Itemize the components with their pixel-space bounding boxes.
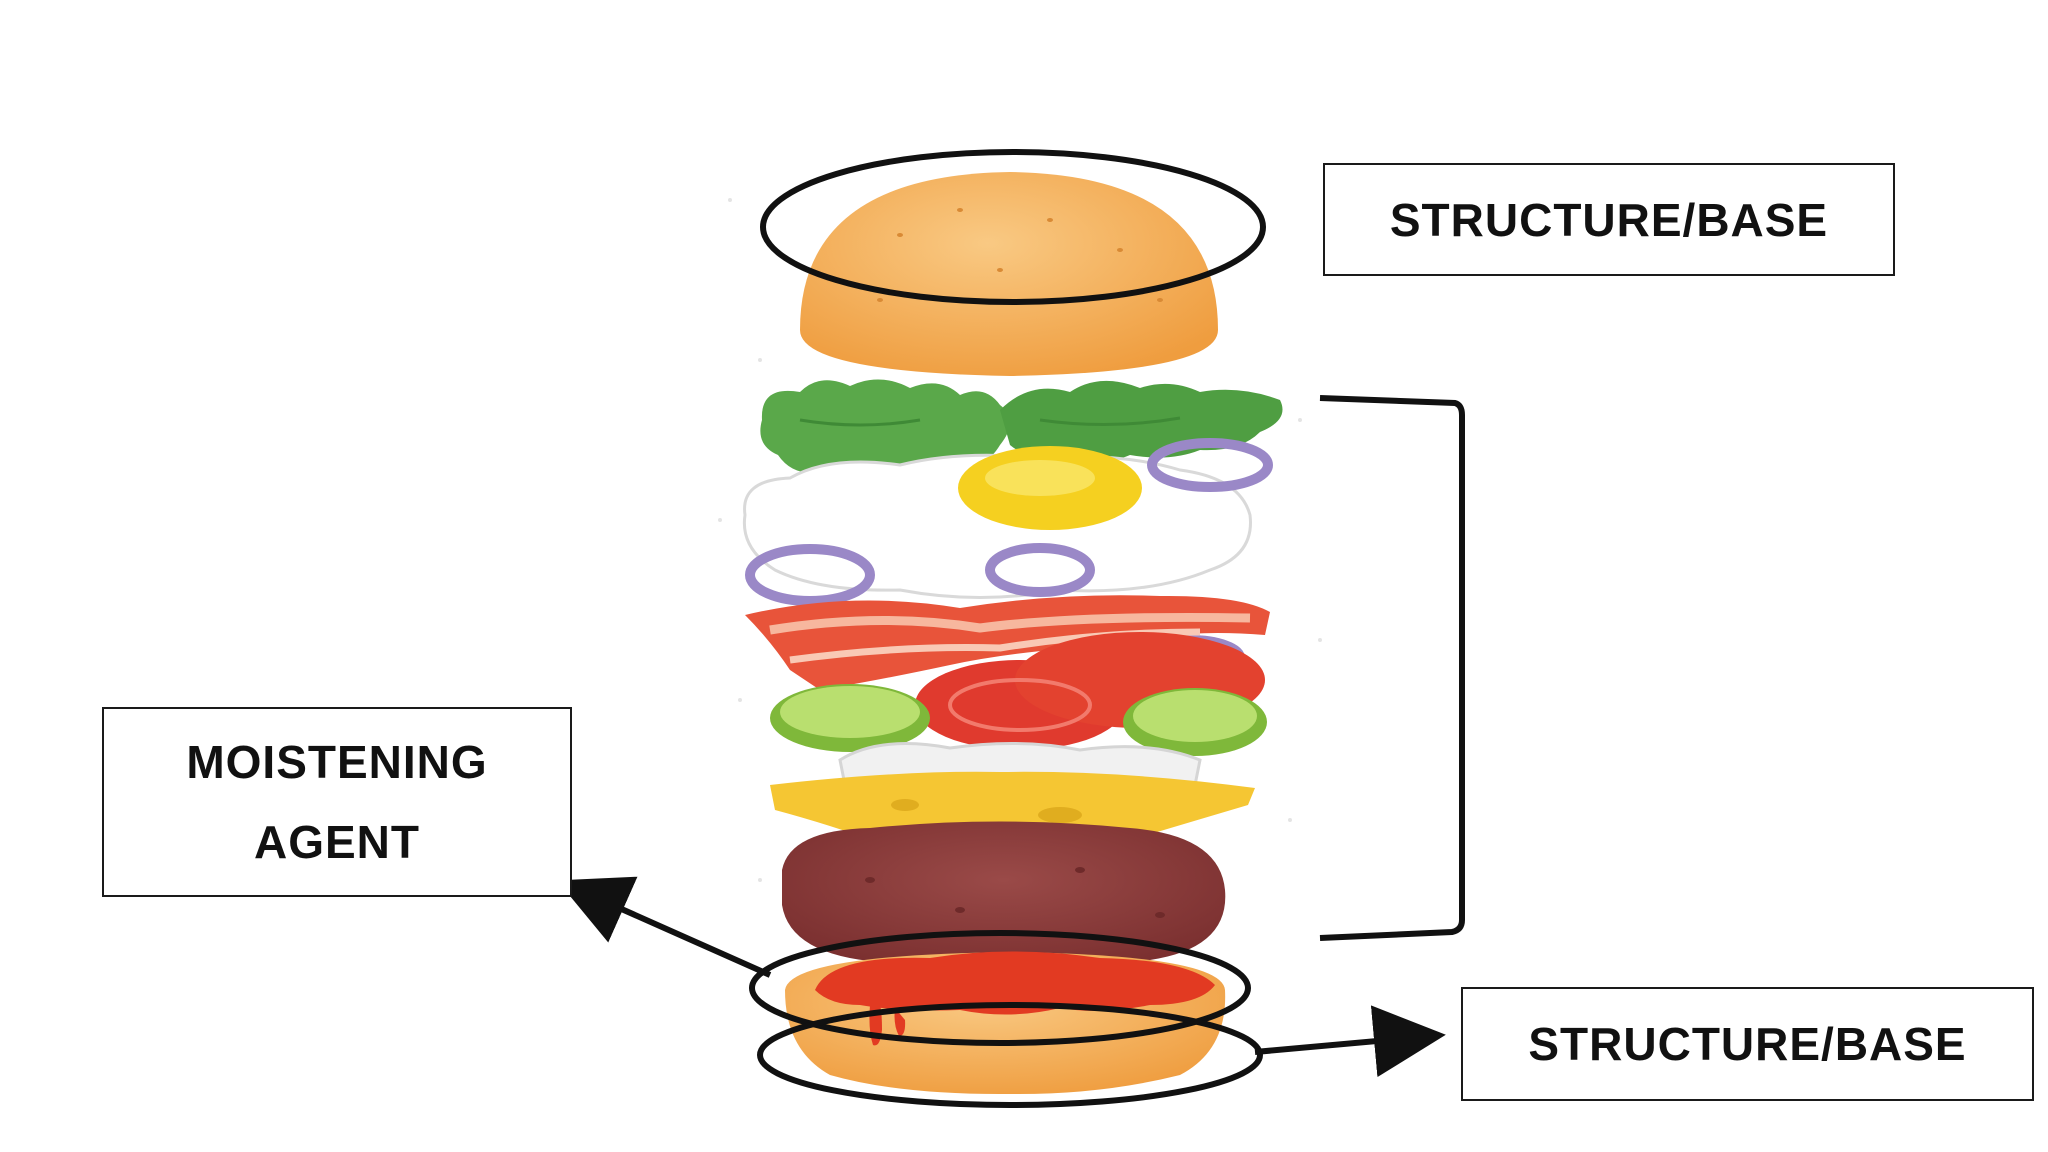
- top-bun: [800, 172, 1218, 376]
- fried-egg: [742, 446, 1252, 599]
- bottom-base-arrow-icon: [1254, 1005, 1446, 1078]
- structure-base-top-label: STRUCTURE/BASE: [1323, 163, 1895, 276]
- cucumber-slices: [770, 684, 1267, 756]
- tomato-slice: [915, 632, 1265, 750]
- structure-base-bottom-text: STRUCTURE/BASE: [1528, 1018, 1967, 1070]
- bottom-bun-highlight-ellipse: [757, 1002, 1263, 1108]
- structure-base-bottom-label: STRUCTURE/BASE: [1461, 987, 2034, 1101]
- burger-patty: [782, 821, 1226, 969]
- bracket-icon: [1319, 395, 1465, 941]
- moistening-agent-line2: AGENT: [254, 816, 420, 868]
- moistening-agent-label: MOISTENING AGENT: [102, 707, 572, 897]
- structure-base-top-text: STRUCTURE/BASE: [1389, 193, 1829, 246]
- moistening-arrow-icon: [557, 876, 772, 978]
- background-speckles: [718, 198, 1322, 882]
- moistening-agent-line1: MOISTENING: [186, 736, 488, 788]
- top-bun-highlight-ellipse: [760, 149, 1266, 305]
- moistening-highlight-ellipse: [749, 930, 1251, 1046]
